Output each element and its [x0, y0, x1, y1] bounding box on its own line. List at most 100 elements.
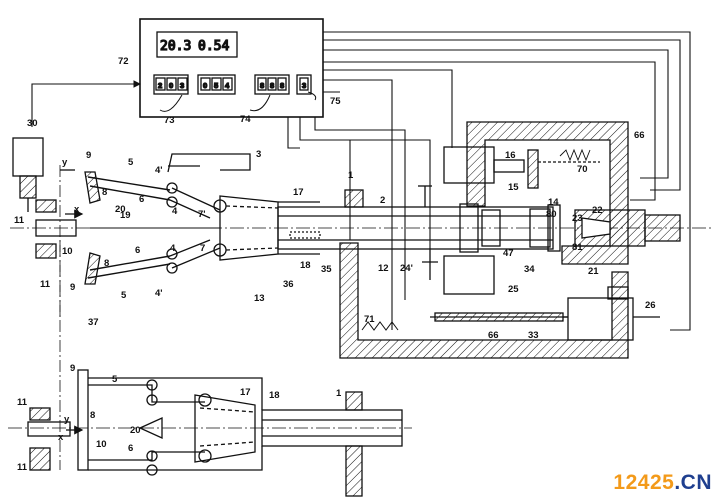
label: y: [62, 157, 68, 168]
label: 8: [104, 258, 109, 269]
label: 6: [135, 245, 140, 256]
label: 66: [488, 330, 499, 341]
label: 18: [269, 390, 280, 401]
label: 73: [164, 115, 175, 126]
label: 18: [300, 260, 311, 271]
label: 5: [121, 290, 127, 301]
label: 4: [172, 206, 178, 217]
label: 80: [546, 209, 557, 220]
label: 74: [240, 114, 251, 125]
display-window: [156, 31, 238, 58]
label: 25: [508, 284, 519, 295]
label: 23: [572, 213, 583, 224]
label: 2: [380, 195, 385, 206]
label: 16: [505, 150, 516, 161]
label: 13: [254, 293, 265, 304]
key-label: 0: [169, 81, 173, 90]
label: 33: [528, 330, 539, 341]
label: 71: [364, 314, 375, 325]
key-label: 2: [158, 81, 162, 90]
label: 35: [321, 264, 332, 275]
housing-lower: [339, 242, 629, 359]
key[interactable]: [155, 77, 166, 91]
label: 9: [70, 363, 75, 374]
display-value-right: 0.54: [198, 39, 229, 54]
label: 47: [503, 248, 514, 259]
label: x: [58, 432, 64, 443]
reference-labels: 1 1 2 3 4 4 4' 4' 5 5 5 6 6 6 7' 7 8 8 8…: [14, 56, 656, 473]
label: 11: [17, 397, 28, 408]
label: 1: [348, 170, 354, 181]
key-label: 3: [302, 81, 306, 90]
label: 10: [96, 439, 107, 450]
label: 1: [336, 388, 342, 399]
label: 3: [256, 149, 261, 160]
key-label: 5: [214, 81, 218, 90]
key[interactable]: [166, 77, 177, 91]
key[interactable]: [177, 77, 188, 91]
key-label: 0: [203, 81, 207, 90]
spindle-shaft: [10, 185, 712, 261]
control-unit: 20.3 0.54 2 0 3 0 5 4 8 8 8 3: [139, 18, 324, 118]
motor-25: [443, 255, 495, 295]
label: 66: [634, 130, 645, 141]
label: 30: [27, 118, 38, 129]
label: y: [64, 414, 70, 425]
key-label: 4: [225, 81, 230, 90]
label: 81: [572, 242, 583, 253]
key[interactable]: [200, 77, 211, 91]
label: 19: [120, 210, 131, 221]
label: 4': [155, 165, 163, 176]
label: 12: [378, 263, 389, 274]
key-label: 3: [180, 81, 184, 90]
key[interactable]: [211, 77, 222, 91]
label: 8: [102, 187, 107, 198]
label: 20: [115, 204, 126, 215]
label: 72: [118, 56, 129, 67]
label: 36: [283, 279, 294, 290]
label: 9: [86, 150, 91, 161]
label: 11: [17, 462, 28, 473]
gauge-mechanism: [84, 153, 251, 285]
display-value-left: 20.3: [160, 39, 191, 54]
sensor-30: [12, 137, 44, 212]
key-label: 8: [260, 81, 264, 90]
watermark-left: 12425: [613, 471, 675, 494]
key[interactable]: [257, 77, 267, 91]
label: 37: [88, 317, 99, 328]
key[interactable]: [267, 77, 277, 91]
label: 7': [198, 209, 206, 220]
label: 34: [524, 264, 535, 275]
key-label: 8: [280, 81, 284, 90]
label: 7: [200, 243, 205, 254]
label: 26: [645, 300, 656, 311]
label: 4: [170, 243, 176, 254]
label: 6: [128, 443, 133, 454]
label: 4': [155, 288, 163, 299]
key[interactable]: [277, 77, 287, 91]
label: 6: [139, 194, 144, 205]
label: 9: [70, 282, 75, 293]
label: 8: [90, 410, 95, 421]
watermark: 12425.CN: [613, 471, 712, 495]
label: 11: [40, 279, 51, 290]
label: 22: [592, 205, 603, 216]
key[interactable]: [222, 77, 233, 91]
label: 14: [548, 197, 559, 208]
label: 70: [577, 164, 588, 175]
label: 5: [112, 374, 118, 385]
key[interactable]: [299, 77, 309, 91]
key-label: 8: [270, 81, 274, 90]
label: x: [74, 204, 80, 215]
label: 24': [400, 263, 413, 274]
label: 17: [240, 387, 251, 398]
label: 75: [330, 96, 341, 107]
label: 5: [128, 157, 134, 168]
label: 21: [588, 266, 599, 277]
label: 10: [62, 246, 73, 257]
label: 11: [14, 215, 25, 226]
label: 20: [130, 425, 141, 436]
label: 17: [293, 187, 304, 198]
